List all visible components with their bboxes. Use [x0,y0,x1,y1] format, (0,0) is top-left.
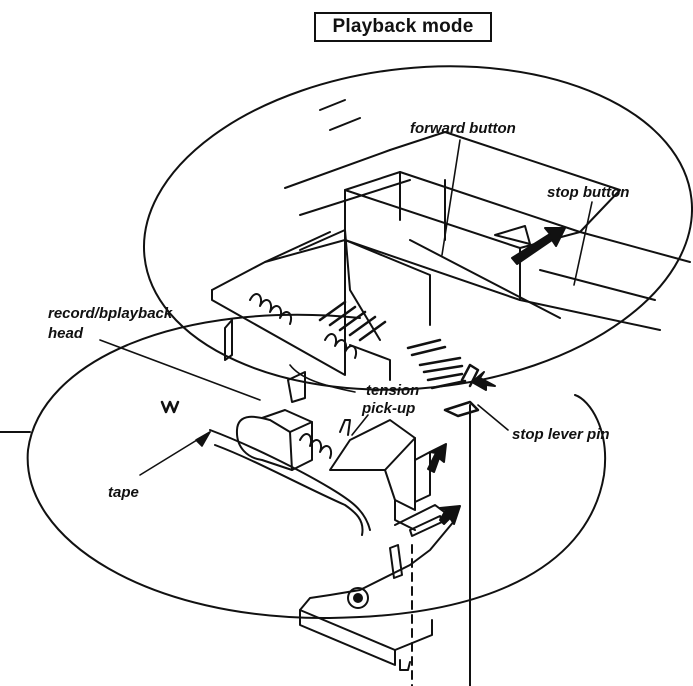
upper-detail-ellipse [128,40,693,416]
label-tension-line2: pick-up [362,400,415,417]
spring-left [250,294,291,324]
lower-detail-ellipse [28,315,605,618]
stop-lever [408,340,478,416]
label-stop-lever-pin: stop lever pin [512,426,610,443]
label-tape: tape [108,484,139,501]
spring-right [325,334,356,358]
zigzag-marker [162,402,178,412]
label-record-head-line2: head [48,325,83,342]
label-record-head-line1: record/bplayback [48,305,172,322]
head-assembly [210,410,455,670]
label-stop-button: stop button [547,184,629,201]
spring-lower [300,434,331,458]
tape-arrow-2 [440,506,460,524]
label-tension-line1: tension [366,382,419,399]
label-forward-button: forward button [410,120,516,137]
